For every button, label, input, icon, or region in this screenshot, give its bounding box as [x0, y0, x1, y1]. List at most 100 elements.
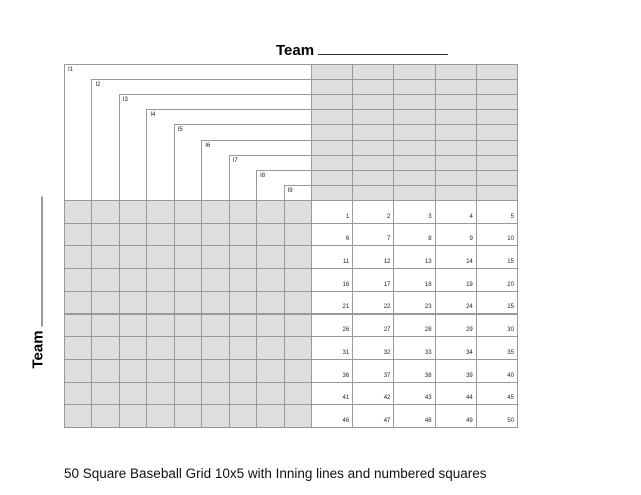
- score-header-cell[interactable]: [393, 94, 436, 111]
- score-row-header-cell[interactable]: [173, 222, 203, 247]
- score-row-header-cell[interactable]: [91, 290, 120, 315]
- score-header-cell[interactable]: [475, 94, 518, 111]
- numbered-square[interactable]: 3: [393, 200, 436, 224]
- score-row-header-cell[interactable]: [201, 222, 230, 247]
- score-header-cell[interactable]: [393, 139, 436, 156]
- score-row-header-cell[interactable]: [91, 313, 120, 338]
- numbered-square[interactable]: 12: [352, 245, 395, 270]
- numbered-square[interactable]: 31: [311, 336, 354, 360]
- score-row-header-cell[interactable]: [146, 200, 175, 224]
- score-row-header-cell[interactable]: [283, 313, 312, 338]
- numbered-square[interactable]: 15: [475, 245, 518, 270]
- score-row-header-cell[interactable]: [118, 222, 148, 247]
- score-row-header-cell[interactable]: [201, 404, 230, 428]
- score-row-header-cell[interactable]: [283, 381, 312, 406]
- numbered-square[interactable]: 16: [311, 268, 354, 292]
- score-row-header-cell[interactable]: [283, 245, 312, 270]
- score-row-header-cell[interactable]: [256, 222, 285, 247]
- score-row-header-cell[interactable]: [256, 336, 285, 360]
- score-row-header-cell[interactable]: [173, 358, 203, 383]
- score-row-header-cell[interactable]: [64, 245, 93, 270]
- score-row-header-cell[interactable]: [91, 200, 120, 224]
- score-header-cell[interactable]: [352, 139, 395, 156]
- score-row-header-cell[interactable]: [173, 336, 203, 360]
- numbered-square[interactable]: 7: [352, 222, 395, 247]
- score-header-cell[interactable]: [434, 79, 477, 96]
- numbered-square[interactable]: 1: [311, 200, 354, 224]
- score-row-header-cell[interactable]: [146, 381, 175, 406]
- score-row-header-cell[interactable]: [91, 381, 120, 406]
- score-row-header-cell[interactable]: [201, 358, 230, 383]
- numbered-square[interactable]: 40: [475, 358, 518, 383]
- numbered-square[interactable]: 42: [352, 381, 395, 406]
- numbered-square[interactable]: 34: [434, 336, 477, 360]
- score-header-cell[interactable]: [393, 79, 436, 96]
- score-header-cell[interactable]: [352, 154, 395, 171]
- score-header-cell[interactable]: [393, 124, 436, 141]
- score-header-cell[interactable]: [393, 64, 436, 81]
- side-team-blank-line[interactable]: [29, 196, 43, 327]
- score-header-cell[interactable]: [475, 139, 518, 156]
- numbered-square[interactable]: 50: [475, 404, 518, 428]
- score-header-cell[interactable]: [393, 154, 436, 171]
- score-row-header-cell[interactable]: [118, 358, 148, 383]
- score-header-cell[interactable]: [434, 64, 477, 81]
- numbered-square[interactable]: 21: [311, 290, 354, 315]
- score-row-header-cell[interactable]: [256, 268, 285, 292]
- score-row-header-cell[interactable]: [173, 200, 203, 224]
- score-row-header-cell[interactable]: [256, 245, 285, 270]
- score-row-header-cell[interactable]: [173, 404, 203, 428]
- score-header-cell[interactable]: [311, 184, 354, 201]
- score-row-header-cell[interactable]: [146, 313, 175, 338]
- score-row-header-cell[interactable]: [201, 245, 230, 270]
- score-row-header-cell[interactable]: [228, 222, 258, 247]
- score-header-cell[interactable]: [475, 154, 518, 171]
- score-row-header-cell[interactable]: [283, 222, 312, 247]
- score-row-header-cell[interactable]: [64, 358, 93, 383]
- score-header-cell[interactable]: [311, 124, 354, 141]
- score-row-header-cell[interactable]: [64, 200, 93, 224]
- numbered-square[interactable]: 39: [434, 358, 477, 383]
- score-header-cell[interactable]: [434, 184, 477, 201]
- score-header-cell[interactable]: [352, 184, 395, 201]
- score-row-header-cell[interactable]: [146, 245, 175, 270]
- score-row-header-cell[interactable]: [256, 200, 285, 224]
- score-row-header-cell[interactable]: [228, 313, 258, 338]
- numbered-square[interactable]: 11: [311, 245, 354, 270]
- score-header-cell[interactable]: [393, 169, 436, 186]
- score-header-cell[interactable]: [475, 169, 518, 186]
- score-header-cell[interactable]: [475, 124, 518, 141]
- score-row-header-cell[interactable]: [118, 268, 148, 292]
- score-row-header-cell[interactable]: [64, 290, 93, 315]
- score-row-header-cell[interactable]: [173, 268, 203, 292]
- numbered-square[interactable]: 35: [475, 336, 518, 360]
- numbered-square[interactable]: 37: [352, 358, 395, 383]
- score-row-header-cell[interactable]: [91, 245, 120, 270]
- score-row-header-cell[interactable]: [91, 358, 120, 383]
- numbered-square[interactable]: 46: [311, 404, 354, 428]
- score-row-header-cell[interactable]: [118, 290, 148, 315]
- score-row-header-cell[interactable]: [201, 290, 230, 315]
- numbered-square[interactable]: 20: [475, 268, 518, 292]
- score-header-cell[interactable]: [352, 124, 395, 141]
- score-row-header-cell[interactable]: [283, 268, 312, 292]
- score-row-header-cell[interactable]: [64, 381, 93, 406]
- numbered-square[interactable]: 36: [311, 358, 354, 383]
- numbered-square[interactable]: 5: [475, 200, 518, 224]
- numbered-square[interactable]: 27: [352, 313, 395, 338]
- score-header-cell[interactable]: [393, 184, 436, 201]
- score-row-header-cell[interactable]: [64, 404, 93, 428]
- numbered-square[interactable]: 8: [393, 222, 436, 247]
- score-row-header-cell[interactable]: [201, 381, 230, 406]
- numbered-square[interactable]: 18: [393, 268, 436, 292]
- numbered-square[interactable]: 17: [352, 268, 395, 292]
- score-header-cell[interactable]: [311, 94, 354, 111]
- score-row-header-cell[interactable]: [91, 404, 120, 428]
- numbered-square[interactable]: 49: [434, 404, 477, 428]
- score-header-cell[interactable]: [475, 109, 518, 126]
- score-row-header-cell[interactable]: [228, 268, 258, 292]
- score-row-header-cell[interactable]: [283, 290, 312, 315]
- score-row-header-cell[interactable]: [146, 336, 175, 360]
- numbered-square[interactable]: 29: [434, 313, 477, 338]
- score-row-header-cell[interactable]: [146, 290, 175, 315]
